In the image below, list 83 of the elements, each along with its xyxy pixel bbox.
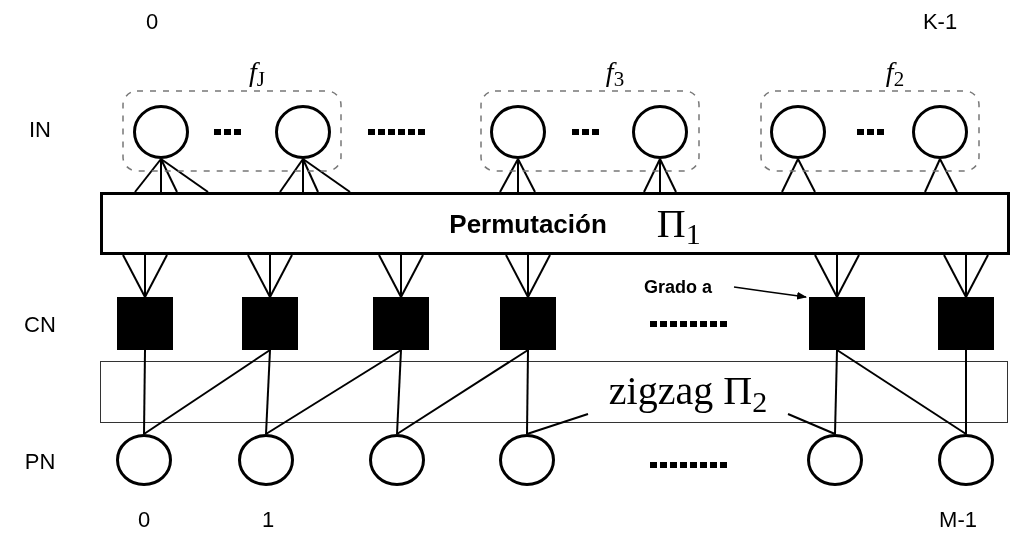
- connector-line: [797, 158, 816, 193]
- connector-line: [269, 254, 271, 298]
- circle-node: [490, 105, 546, 159]
- connector-line: [781, 158, 799, 193]
- connector-line: [134, 158, 162, 193]
- group-label: f$_{2}$: [885, 58, 905, 90]
- connector-line: [144, 254, 146, 298]
- connector-line: [400, 254, 424, 298]
- axis-label: 0: [145, 11, 159, 33]
- connector-line: [526, 413, 589, 435]
- axis-label: 0: [137, 509, 151, 531]
- connector-line: [526, 349, 529, 435]
- filled-square: [938, 297, 994, 350]
- connector-line: [143, 349, 271, 435]
- axis-label: CN: [24, 314, 56, 336]
- pi-symbol: Π$_{1}$: [656, 203, 701, 244]
- filled-square: [500, 297, 556, 350]
- circle-node: [116, 434, 172, 486]
- circle-node: [807, 434, 863, 486]
- connector-line: [265, 349, 402, 435]
- group-label: f$_{3}$: [605, 58, 625, 90]
- connector-line: [659, 158, 677, 193]
- circle-node: [275, 105, 331, 159]
- annotation-text: Grado a: [644, 278, 712, 296]
- box-title: Permutación: [449, 210, 607, 237]
- connector-line: [836, 349, 967, 435]
- connector-line: [265, 349, 271, 435]
- connector-line: [643, 158, 661, 193]
- filled-square: [809, 297, 865, 350]
- connector-line: [144, 254, 168, 298]
- connector-line: [659, 158, 661, 193]
- connector-line: [505, 254, 529, 298]
- connector-line: [302, 158, 319, 193]
- axis-label: IN: [29, 119, 51, 141]
- connector-line: [378, 254, 402, 298]
- connector-line: [302, 158, 351, 193]
- connector-line: [943, 254, 967, 298]
- circle-node: [938, 434, 994, 486]
- group-label: f$_{J}$: [249, 58, 265, 90]
- connector-line: [965, 254, 967, 298]
- connector-line: [924, 158, 941, 193]
- connector-line: [160, 158, 162, 193]
- filled-square: [242, 297, 298, 350]
- connector-line: [836, 254, 860, 298]
- connector-line: [527, 254, 529, 298]
- filled-square: [373, 297, 429, 350]
- connector-line: [499, 158, 519, 193]
- connector-line: [160, 158, 178, 193]
- circle-node: [912, 105, 968, 159]
- axis-label: 1: [261, 509, 275, 531]
- circle-node: [133, 105, 189, 159]
- connector-line: [834, 349, 838, 435]
- circle-node: [238, 434, 294, 486]
- connector-line: [396, 349, 529, 435]
- connector-line: [302, 158, 304, 193]
- circle-node: [499, 434, 555, 486]
- connector-line: [814, 254, 838, 298]
- zigzag-label: zigzag Π$_{2}$: [608, 371, 768, 411]
- connector-line: [247, 254, 271, 298]
- connector-line: [787, 413, 836, 435]
- connector-line: [965, 349, 967, 435]
- circle-node: [369, 434, 425, 486]
- connector-line: [396, 349, 402, 435]
- connector-line: [527, 254, 551, 298]
- axis-label: M-1: [939, 509, 977, 531]
- connector-line: [836, 254, 838, 298]
- connector-line: [965, 254, 989, 298]
- connector-line: [939, 158, 958, 193]
- connector-line: [269, 254, 293, 298]
- connector-line: [143, 349, 146, 435]
- axis-label: K-1: [922, 11, 958, 33]
- connector-line: [517, 158, 536, 193]
- connector-line: [279, 158, 304, 193]
- filled-square: [117, 297, 173, 350]
- permutation-box: [100, 192, 1010, 255]
- circle-node: [770, 105, 826, 159]
- axis-label: PN: [24, 451, 56, 473]
- connector-line: [122, 254, 146, 298]
- connector-line: [400, 254, 402, 298]
- circle-node: [632, 105, 688, 159]
- connector-line: [517, 158, 519, 193]
- connector-line: [160, 158, 209, 193]
- arrow: [733, 286, 807, 300]
